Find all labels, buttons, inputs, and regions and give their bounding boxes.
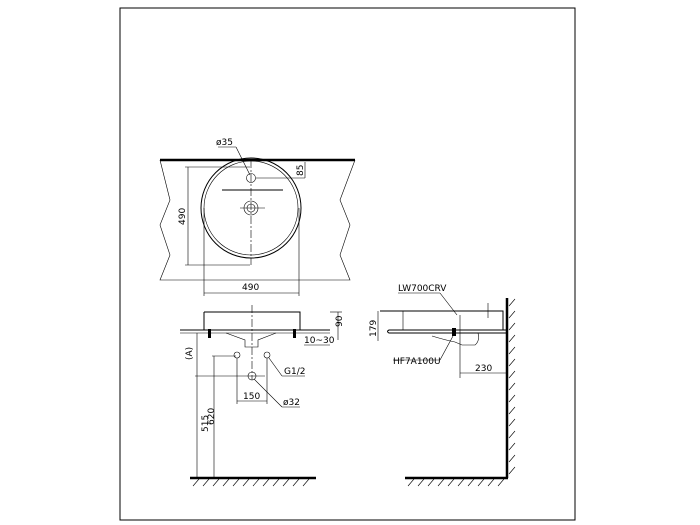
- dim-supply-thread: G1/2: [284, 367, 305, 377]
- front-view: 90 10~30 (A) 515 620 150 G1/2 ø32: [180, 305, 345, 487]
- floor-hatch: [192, 478, 310, 487]
- dim-depth: 490: [178, 208, 188, 225]
- dim-basin-height: 90: [335, 315, 345, 327]
- label-a: (A): [185, 347, 195, 360]
- dim-hole-diameter: ø35: [216, 138, 233, 148]
- model-fitting-label: HF7A100U: [393, 357, 441, 367]
- wall-hatch: [407, 298, 516, 487]
- dim-hole-offset: 85: [296, 165, 306, 176]
- dim-wall-distance: 230: [475, 364, 492, 374]
- dim-counter-thickness: 10~30: [304, 336, 335, 346]
- drawing-frame: [119, 7, 576, 521]
- side-view: 179 LW700CRV HF7A100U 230: [369, 284, 516, 487]
- dim-515: 515: [201, 415, 211, 432]
- dim-drain-diameter: ø32: [283, 398, 300, 408]
- dim-width: 490: [242, 283, 259, 293]
- dim-supply-spacing: 150: [243, 392, 260, 402]
- dim-620: 620: [207, 408, 217, 425]
- model-basin-label: LW700CRV: [398, 284, 447, 294]
- top-view: ø35 85 490 490: [159, 138, 356, 296]
- dim-side-height: 179: [369, 320, 379, 337]
